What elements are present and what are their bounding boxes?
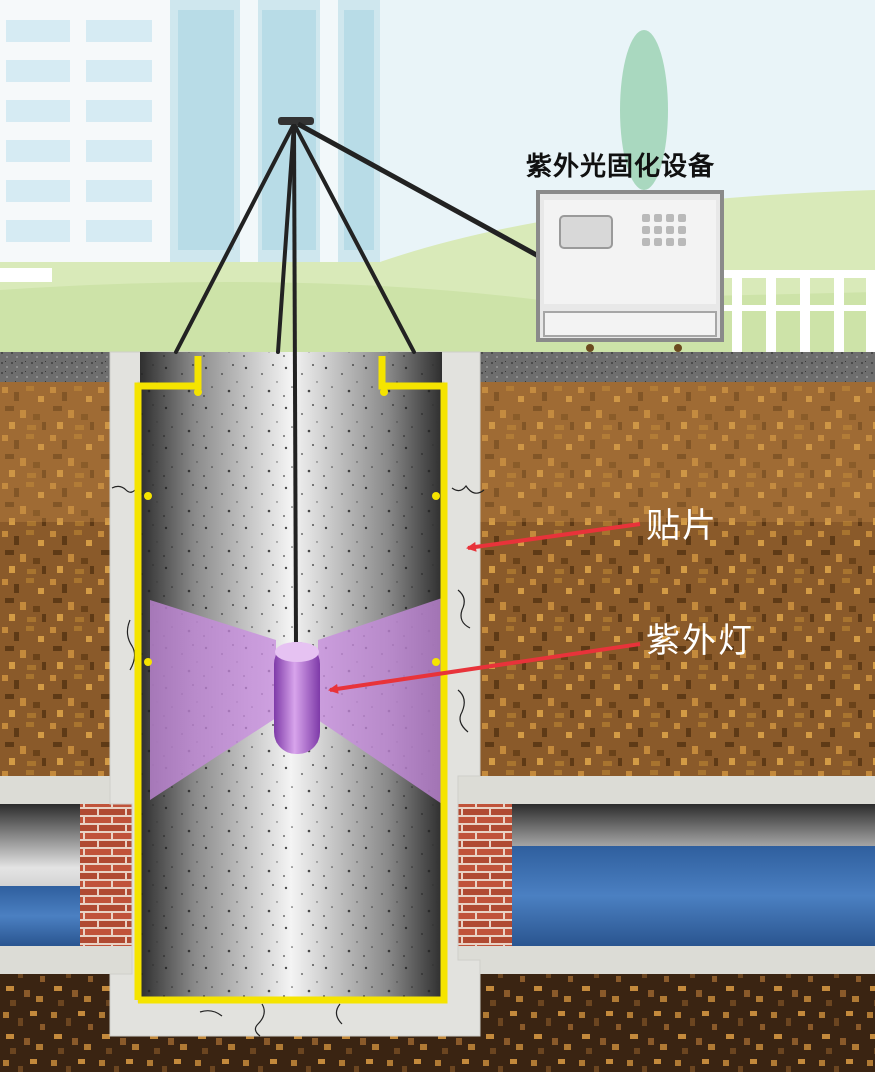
- uv-lamp-label: 紫外灯: [646, 621, 754, 661]
- brick-right: [458, 804, 512, 946]
- water-left: [0, 886, 80, 946]
- equipment-label: 紫外光固化设备: [526, 152, 716, 182]
- fence: [724, 270, 875, 352]
- equipment-screen: [559, 215, 613, 249]
- tree: [620, 30, 668, 190]
- lamp-cable: [292, 123, 298, 645]
- lamp-arrow: [328, 642, 641, 694]
- tripod: [174, 122, 416, 354]
- brick-left: [80, 804, 132, 946]
- soil-left: [0, 382, 110, 778]
- water-right: [512, 846, 875, 946]
- patch-arrow: [466, 522, 641, 552]
- uv-light-beam: [150, 598, 442, 804]
- liner-fasteners: [144, 388, 440, 666]
- patch-label: 贴片: [646, 506, 718, 546]
- building-left: [0, 0, 170, 262]
- uv-curing-equipment: [536, 190, 724, 352]
- equipment-keypad: [642, 214, 686, 246]
- building-center: [170, 0, 380, 262]
- soil-right: [480, 382, 875, 778]
- liner-patch: [134, 356, 448, 1004]
- control-cable: [296, 121, 544, 261]
- uv-lamp: [274, 642, 320, 754]
